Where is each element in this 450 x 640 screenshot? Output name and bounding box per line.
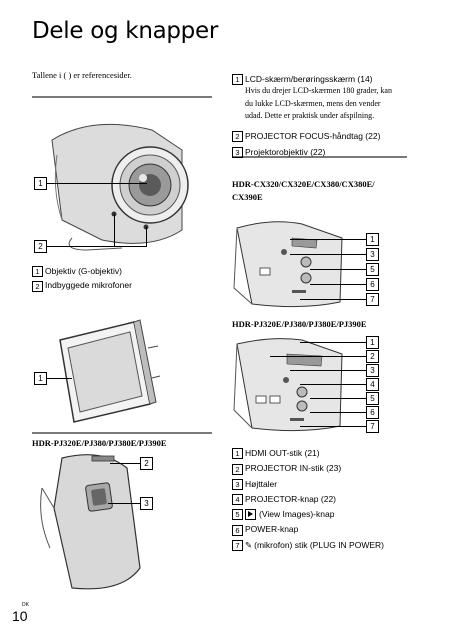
- leader-line: [300, 299, 366, 300]
- leader-line: [290, 239, 366, 240]
- pj-models-heading-right: HDR-PJ320E/PJ380/PJ380E/PJ390E: [232, 319, 367, 329]
- callout-pj-1: 1: [366, 336, 379, 349]
- leader-line: [270, 356, 366, 357]
- page-number: 10: [12, 608, 28, 624]
- callout-pj-2: 2: [366, 350, 379, 363]
- callout-cx-7: 7: [366, 293, 379, 306]
- leader-line: [47, 183, 147, 184]
- pj-models-heading-left: HDR-PJ320E/PJ380/PJ380E/PJ390E: [32, 438, 167, 448]
- callout-cx-5: 5: [366, 263, 379, 276]
- callout-front-2: 2: [34, 240, 47, 253]
- callout-pj-6: 6: [366, 406, 379, 419]
- leader-line: [146, 227, 147, 247]
- lcd-screen-illustration: [59, 319, 161, 423]
- divider-right-mid: [232, 156, 407, 158]
- lcd-note-line: Hvis du drejer LCD-skærmen 180 grader, k…: [245, 86, 392, 96]
- intro-text: Tallene i ( ) er referencesider.: [32, 70, 132, 80]
- language-code: DK: [22, 602, 29, 608]
- callout-pj-4: 4: [366, 378, 379, 391]
- projector-illustration: [40, 454, 141, 590]
- microphone-icon: ✎: [245, 539, 253, 550]
- callout-pj-7: 7: [366, 420, 379, 433]
- cx-side-illustration: [233, 221, 343, 308]
- callout-cx-3: 3: [366, 248, 379, 261]
- leader-line: [310, 269, 366, 270]
- cx-models-heading: HDR-CX320/CX320E/CX380/CX380E/ CX390E: [232, 179, 375, 202]
- leader-line: [310, 412, 366, 413]
- leader-line: [310, 398, 366, 399]
- callout-front-1: 1: [34, 177, 47, 190]
- lcd-note-line: udad. Dette er praktisk under afspilning…: [245, 111, 375, 121]
- leader-line: [300, 342, 366, 343]
- divider-left-bottom: [32, 432, 212, 434]
- play-icon: [245, 509, 256, 521]
- leader-line: [108, 503, 140, 504]
- callout-cx-1: 1: [366, 233, 379, 246]
- list-item: 5(View Images)-knap: [232, 508, 384, 521]
- leader-line: [300, 384, 366, 385]
- page-title: Dele og knapper: [32, 18, 218, 44]
- leader-line: [47, 378, 72, 379]
- leader-line: [110, 463, 140, 464]
- camcorder-front-illustration: [32, 110, 212, 260]
- callout-lcd-1: 1: [34, 372, 47, 385]
- leader-line: [290, 370, 366, 371]
- callout-projector-3: 3: [140, 497, 153, 510]
- leader-line: [310, 284, 366, 285]
- lcd-note-line: du lukke LCD-skærmen, mens den vender: [245, 98, 381, 108]
- list-item: 7✎(mikrofon) stik (PLUG IN POWER): [232, 539, 384, 551]
- divider-left-top: [32, 96, 212, 98]
- callout-projector-2: 2: [140, 457, 153, 470]
- callout-cx-6: 6: [366, 278, 379, 291]
- pj-side-illustration: [233, 338, 343, 432]
- leader-line: [290, 254, 366, 255]
- callout-pj-3: 3: [366, 364, 379, 377]
- callout-pj-5: 5: [366, 392, 379, 405]
- leader-line: [300, 426, 366, 427]
- leader-line: [47, 246, 147, 247]
- leader-line: [114, 214, 115, 247]
